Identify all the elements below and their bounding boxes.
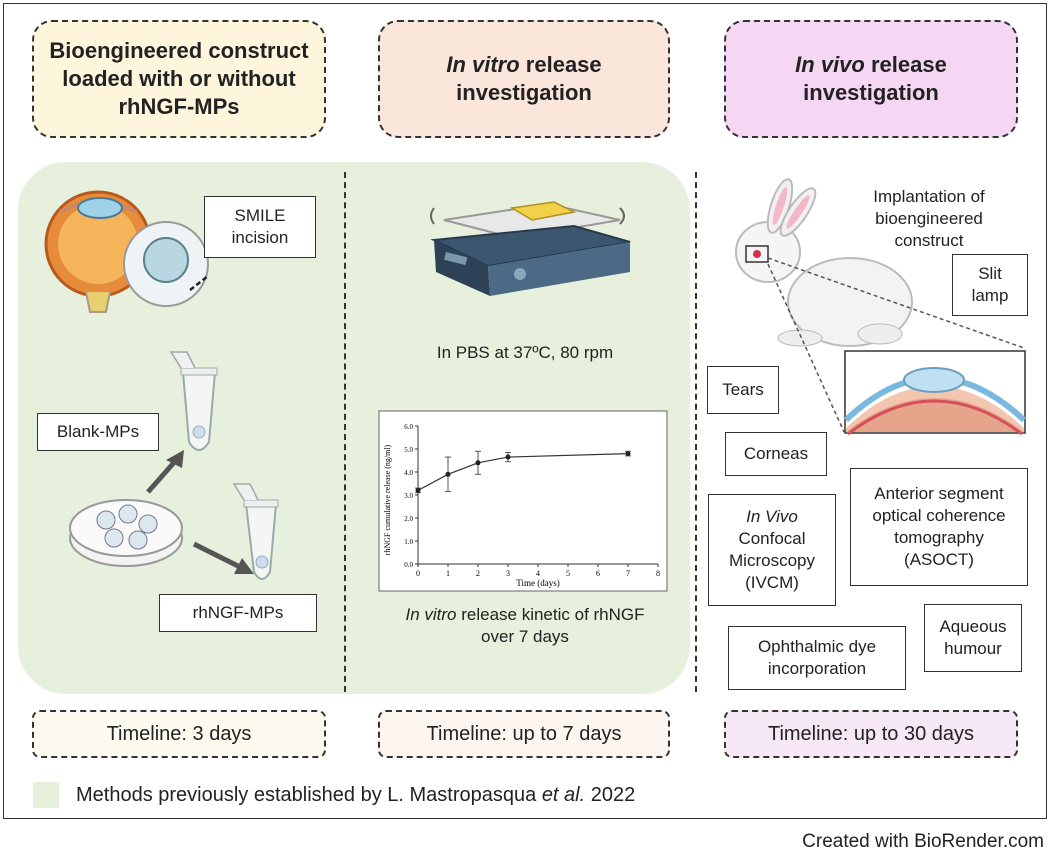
implantation-line-2: bioengineered: [875, 209, 983, 228]
asoct-line-2: optical coherence: [872, 506, 1006, 525]
y-tick-label: 2.0: [404, 515, 413, 523]
y-tick-label: 1.0: [404, 538, 413, 546]
header-in-vitro-release: In vitro release investigation: [378, 20, 670, 138]
biorender-credit: Created with BioRender.com: [802, 831, 1044, 852]
legend-text-after: 2022: [585, 784, 636, 806]
header-right-italic: In vivo: [795, 52, 865, 77]
aqueous-line-1: Aqueous: [939, 617, 1007, 636]
tears-box: Tears: [707, 366, 779, 414]
implantation-line-1: Implantation of: [873, 187, 985, 206]
header-in-vivo-release: In vivo release investigation: [724, 20, 1018, 138]
caption-line-2: over 7 days: [481, 627, 569, 646]
implantation-text: Implantation of bioengineered construct: [854, 186, 1004, 252]
ivcm-line-1: Confocal: [738, 529, 806, 548]
asoct-box: Anterior segment optical coherence tomog…: [850, 468, 1028, 586]
release-kinetic-caption: In vitro release kinetic of rhNGF over 7…: [380, 604, 670, 648]
release-kinetic-chart: 0 1 2 3 4 5 6 7 8 0.0 1.0 2.0 3.0 4.0 5.0 6.0 Time (day…: [378, 410, 668, 592]
legend-text-italic: et al.: [541, 784, 586, 806]
timeline-left: Timeline: 3 days: [32, 710, 326, 758]
x-tick-label: 1: [446, 569, 450, 578]
ivcm-box: In Vivo Confocal Microscopy (IVCM): [708, 494, 836, 606]
y-tick-label: 6.0: [404, 423, 413, 431]
rhngf-mps-label: rhNGF-MPs: [159, 594, 317, 632]
header-right-line-2: investigation: [803, 80, 939, 105]
legend-swatch: [33, 782, 59, 808]
eye-anatomy-icon: [44, 190, 209, 313]
aqueous-line-2: humour: [944, 639, 1002, 658]
petri-dish-icon: [69, 499, 183, 567]
y-tick-label: 3.0: [404, 492, 413, 500]
implantation-line-3: construct: [894, 231, 964, 250]
caption-rest: release kinetic of rhNGF: [456, 605, 645, 624]
aqueous-humour-box: Aqueous humour: [924, 604, 1022, 672]
divider-right: [695, 172, 697, 692]
header-middle-line-2: investigation: [456, 80, 592, 105]
asoct-line-4: (ASOCT): [904, 550, 974, 569]
blank-mps-label: Blank-MPs: [37, 413, 159, 451]
y-tick-label: 0.0: [404, 561, 413, 569]
ivcm-italic: In Vivo: [746, 507, 798, 526]
header-left-line-2: loaded with or without: [62, 66, 296, 91]
header-left-line-3: rhNGF-MPs: [118, 94, 240, 119]
dye-line-2: incorporation: [767, 659, 867, 678]
asoct-line-1: Anterior segment: [874, 484, 1004, 503]
timeline-right: Timeline: up to 30 days: [724, 710, 1018, 758]
smile-line-1: SMILE: [234, 206, 286, 225]
zoom-lines-icon: [767, 257, 1025, 433]
x-tick-label: 6: [596, 569, 600, 578]
legend-text-before: Methods previously established by L. Mas…: [76, 784, 542, 806]
dye-line-1: Ophthalmic dye: [757, 637, 877, 656]
x-tick-label: 3: [506, 569, 510, 578]
x-tick-label: 2: [476, 569, 480, 578]
header-middle-italic: In vitro: [446, 52, 520, 77]
data-point: [445, 471, 451, 477]
corneas-box: Corneas: [725, 432, 827, 476]
x-tick-label: 5: [566, 569, 570, 578]
x-tick-label: 0: [416, 569, 420, 578]
data-point: [625, 451, 631, 457]
header-middle-rest: release: [519, 52, 602, 77]
ivcm-line-2: Microscopy: [729, 551, 815, 570]
header-right-rest: release: [864, 52, 947, 77]
timeline-middle: Timeline: up to 7 days: [378, 710, 670, 758]
divider-left: [344, 172, 346, 692]
smile-incision-box: SMILE incision: [204, 196, 316, 258]
asoct-line-3: tomography: [894, 528, 984, 547]
slit-lamp-box: Slit lamp: [952, 254, 1028, 316]
slit-lamp-line-1: Slit: [978, 264, 1002, 283]
y-tick-label: 5.0: [404, 446, 413, 454]
ophthalmic-dye-box: Ophthalmic dye incorporation: [728, 626, 906, 690]
tube-rhngf-icon: [232, 483, 279, 580]
orbital-shaker-icon: [430, 201, 631, 296]
data-point: [475, 460, 481, 466]
figure-frame: [3, 3, 1047, 819]
smile-line-2: incision: [231, 228, 289, 247]
rabbit-icon: [735, 178, 913, 347]
cornea-implant-icon: [843, 350, 1027, 436]
pbs-conditions-text: In PBS at 37ºC, 80 rpm: [436, 343, 614, 362]
chart-xlabel: Time (days): [516, 578, 559, 588]
header-bioengineered-construct: Bioengineered construct loaded with or w…: [32, 20, 326, 138]
x-tick-label: 7: [626, 569, 630, 578]
ivcm-line-3: (IVCM): [745, 573, 799, 592]
slit-lamp-line-2: lamp: [971, 286, 1009, 305]
data-point: [415, 487, 421, 493]
header-left-line-1: Bioengineered construct: [49, 38, 309, 63]
x-tick-label: 8: [656, 569, 660, 578]
data-point: [505, 454, 511, 460]
legend-text: Methods previously established by L. Mas…: [76, 782, 635, 808]
tube-blank-icon: [169, 351, 218, 451]
caption-italic: In vitro: [405, 605, 457, 624]
chart-ylabel: rhNGF cumulative release (ng/ml): [383, 444, 392, 555]
arrow-up-icon: [146, 450, 184, 494]
y-tick-label: 4.0: [404, 469, 413, 477]
x-tick-label: 4: [536, 569, 540, 578]
arrow-down-icon: [192, 541, 254, 574]
